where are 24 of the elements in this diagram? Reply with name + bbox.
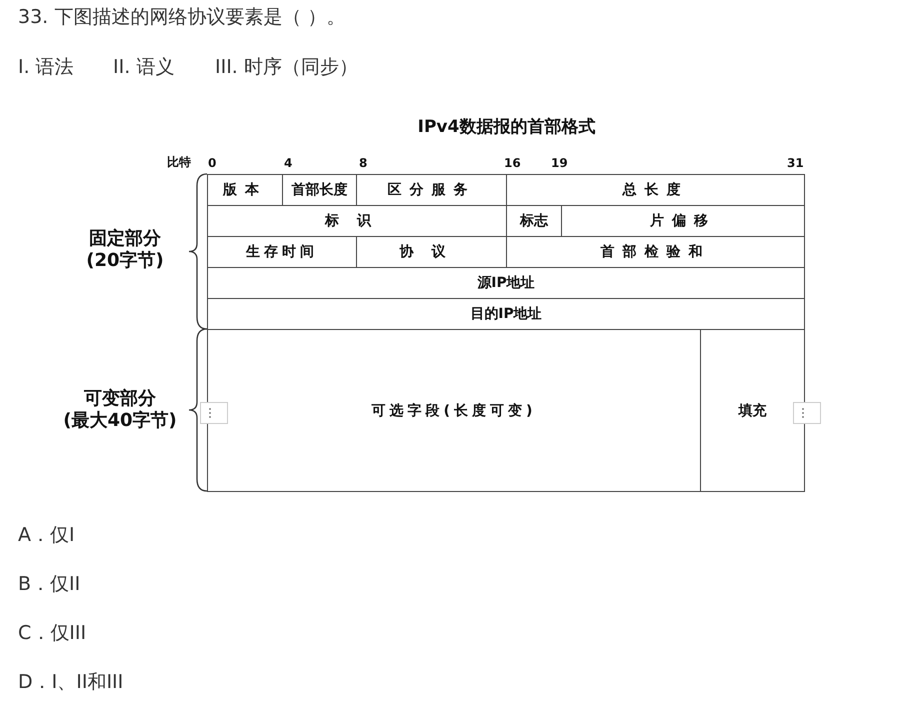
bit-number: 0 [208, 156, 216, 170]
bit-number: 4 [284, 156, 292, 170]
bit-number: 16 [504, 156, 521, 170]
field-cell: 填充 [700, 329, 805, 492]
field-cell: 目的IP地址 [207, 298, 805, 330]
bit-number: 8 [359, 156, 368, 170]
section-label: 可变部分(最大40字节) [62, 388, 178, 432]
field-cell: 可选字段(长度可变) [207, 329, 701, 492]
option-text: A．仅I [18, 523, 75, 548]
option-text: B．仅II [18, 572, 80, 597]
statement-text: I. 语法 [18, 55, 74, 80]
section-label: 固定部分(20字节) [85, 228, 165, 272]
option-text: C．仅III [18, 621, 86, 646]
bit-number: 19 [551, 156, 568, 170]
field-cell: 版本 [207, 174, 283, 206]
statement-text: II. 语义 [113, 55, 174, 80]
field-cell: 总长度 [506, 174, 805, 206]
bit-number: 31 [787, 156, 804, 170]
bit-label: 比特 [167, 154, 191, 171]
question-text: 33. 下图描述的网络协议要素是（ ）。 [18, 5, 346, 30]
option-text: D．I、II和III [18, 670, 124, 695]
diagram-title: IPv4数据报的首部格式 [416, 116, 596, 138]
statement-text: III. 时序（同步） [215, 55, 358, 80]
field-cell: 源IP地址 [207, 267, 805, 299]
